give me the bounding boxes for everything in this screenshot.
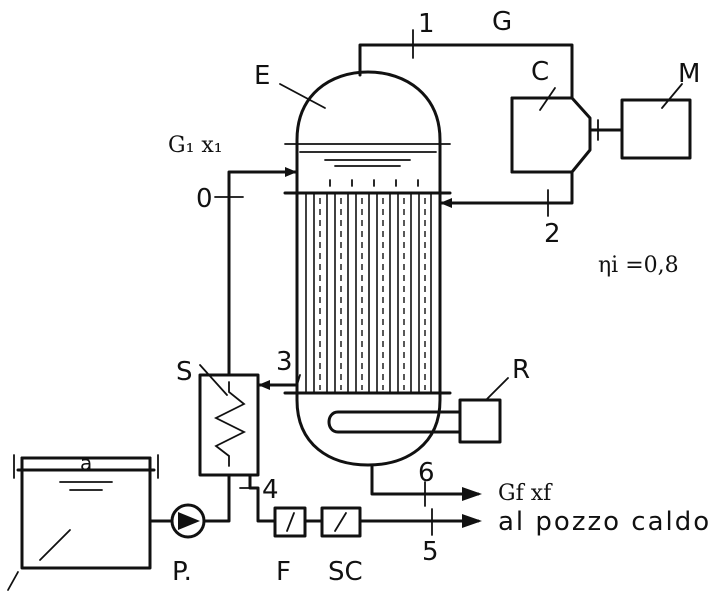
label-efficiency: ηi =0,8 — [598, 253, 679, 278]
leader-e — [279, 83, 326, 109]
label-node-5: 5 — [422, 537, 439, 567]
label-node-0: 0 — [196, 184, 213, 214]
label-motor: M — [678, 59, 700, 89]
label-compressor: C — [531, 57, 549, 87]
leader-c — [539, 87, 556, 111]
label-sc: SC — [328, 557, 363, 587]
label-node-3: 3 — [276, 347, 293, 377]
label-outlet-state: Gf xf — [498, 481, 553, 506]
label-node-1: 1 — [418, 9, 435, 39]
heat-exchanger-s — [198, 364, 301, 477]
label-heater: R — [512, 355, 530, 385]
condensate-line — [239, 473, 482, 538]
label-inlet-state: G₁ x₁ — [168, 133, 223, 158]
label-node-4: 4 — [262, 475, 279, 505]
evaporator-vessel — [283, 70, 452, 467]
label-filter: F — [276, 557, 291, 587]
feed-tank — [7, 454, 159, 591]
label-evaporator: E — [254, 61, 270, 91]
compressed-vapour-line — [438, 170, 574, 217]
vapour-line — [358, 29, 574, 100]
tube-bundle — [305, 179, 432, 393]
feed-line — [214, 167, 299, 377]
label-tank: a — [80, 451, 92, 475]
label-heat-exchanger: S — [176, 357, 193, 387]
compressor — [510, 96, 624, 174]
label-g: G — [492, 7, 512, 37]
motor — [620, 98, 692, 160]
heater-r — [327, 377, 509, 444]
label-node-6: 6 — [418, 458, 435, 488]
label-pump: P. — [172, 557, 192, 587]
label-node-2: 2 — [544, 219, 561, 249]
pump — [148, 473, 231, 539]
label-destination: al pozzo caldo — [498, 507, 711, 537]
concentrate-line — [370, 463, 482, 507]
